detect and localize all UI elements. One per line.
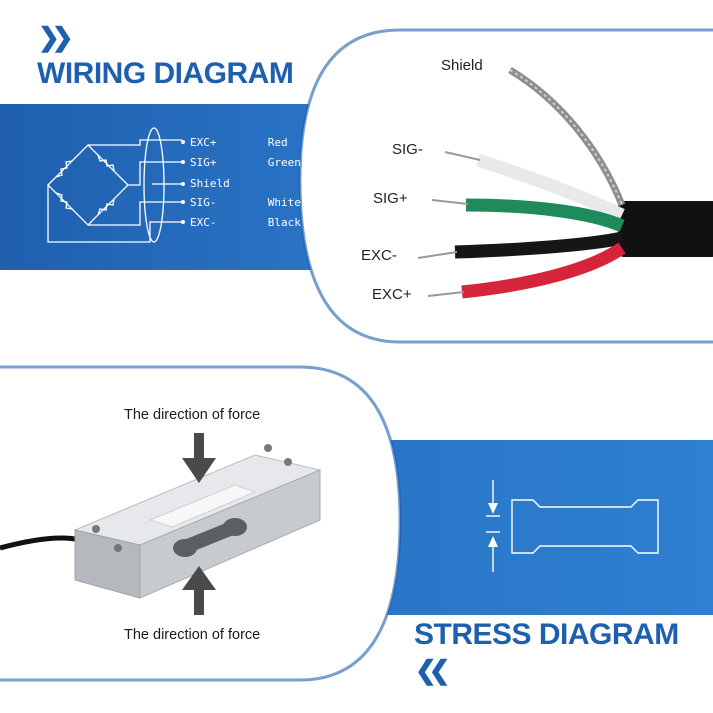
force-label-bottom: The direction of force <box>124 627 261 643</box>
load-cell-cable <box>0 535 81 551</box>
schematic-signal: EXC+ <box>190 136 217 149</box>
label-exc-plus: EXC+ <box>372 286 412 303</box>
schematic-color: Red <box>267 136 288 149</box>
schematic-color: Black <box>267 216 301 229</box>
schematic-signal: SIG- <box>190 196 217 209</box>
wiring-diagram-title: WIRING DIAGRAM <box>37 57 294 90</box>
cable-jacket <box>618 201 713 257</box>
schematic-color: Green <box>267 156 301 169</box>
double-chevron-left-icon: ❮❮ <box>415 655 450 685</box>
schematic-row-2: Shield <box>190 178 230 189</box>
schematic-row-4: EXC- Black <box>190 217 301 228</box>
schematic-signal: SIG+ <box>190 156 217 169</box>
schematic-row-3: SIG- White <box>190 197 301 208</box>
sig-minus-wire <box>476 153 625 221</box>
label-sig-plus: SIG+ <box>373 190 408 207</box>
schematic-color: White <box>267 196 301 209</box>
exc-plus-wire <box>461 242 626 299</box>
schematic-signal: EXC- <box>190 216 217 229</box>
exc-minus-wire <box>454 231 624 259</box>
stress-diagram-title: STRESS DIAGRAM <box>414 618 679 651</box>
schematic-row-1: SIG+ Green <box>190 157 301 168</box>
label-shield: Shield <box>441 57 483 74</box>
label-exc-minus: EXC- <box>361 247 397 264</box>
schematic-row-0: EXC+ Red <box>190 137 288 148</box>
label-sig-minus: SIG- <box>392 141 423 158</box>
sig-plus-wire <box>465 198 625 233</box>
schematic-signal: Shield <box>190 177 230 190</box>
force-label-top: The direction of force <box>124 407 261 423</box>
load-cell-body <box>73 444 322 599</box>
force-arrows <box>182 433 216 615</box>
